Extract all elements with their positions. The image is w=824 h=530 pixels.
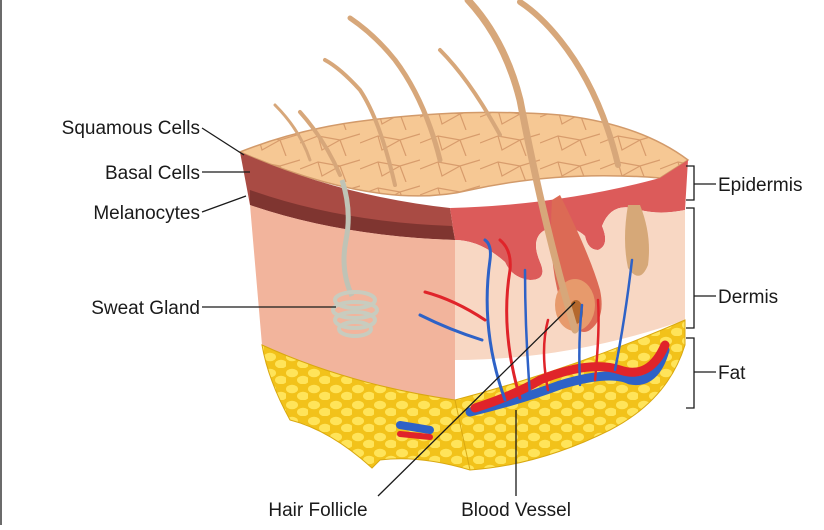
layer-brackets bbox=[686, 166, 716, 408]
squamous-cells-leader bbox=[202, 128, 244, 155]
label-basal-cells: Basal Cells bbox=[105, 163, 200, 184]
label-sweat-gland: Sweat Gland bbox=[91, 298, 200, 319]
left-border bbox=[0, 0, 2, 525]
label-squamous-cells: Squamous Cells bbox=[62, 118, 200, 139]
label-fat: Fat bbox=[718, 363, 746, 384]
label-blood-vessel: Blood Vessel bbox=[461, 500, 571, 521]
label-epidermis: Epidermis bbox=[718, 175, 802, 196]
label-melanocytes: Melanocytes bbox=[93, 203, 200, 224]
label-hair-follicle: Hair Follicle bbox=[268, 500, 367, 521]
label-dermis: Dermis bbox=[718, 287, 778, 308]
melanocytes-leader bbox=[202, 196, 246, 212]
